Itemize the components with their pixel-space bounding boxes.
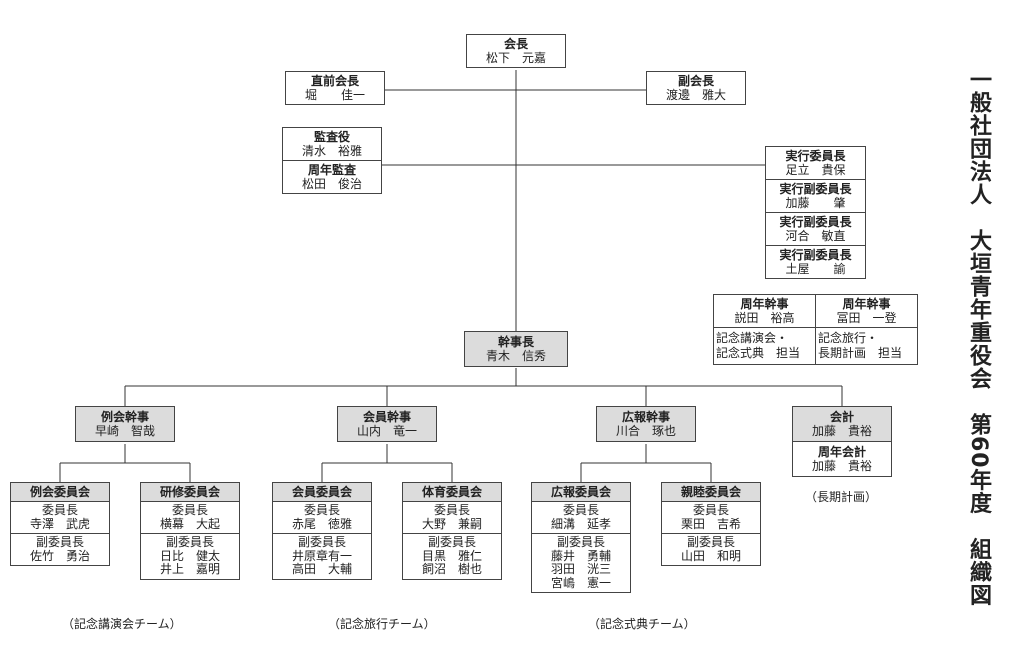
executive-vice-chair-name: 河合 敏直 <box>785 229 846 243</box>
committee-name: 例会委員会 <box>11 483 109 501</box>
anniversary-secretaries-box: 周年幹事 説田 裕高 記念講演会・ 記念式典 担当 周年幹事 冨田 一登 記念旅… <box>713 294 918 365</box>
committee-chair: 委員長 赤尾 徳雅 <box>291 503 352 531</box>
anniversary-secretary-title: 周年幹事 <box>740 297 789 311</box>
committee-box: 親睦委員会 委員長 栗田 吉希 副委員長 山田 和明 <box>661 482 761 566</box>
anniversary-secretary-duty: 記念講演会・ 記念式典 担当 <box>716 331 801 360</box>
committee-chair: 委員長 栗田 吉希 <box>680 503 741 531</box>
anniversary-secretary-name: 説田 裕高 <box>734 311 795 325</box>
chief-secretary-name: 青木 信秀 <box>485 349 546 363</box>
auditor-box: 監査役 清水 裕雅 周年監査 松田 俊治 <box>282 127 382 194</box>
page-title: 一般社団法人 大垣青年重役会 第60年度 組織図 <box>966 68 991 607</box>
executive-vice-chair-title: 実行副委員長 <box>779 215 852 229</box>
former-president-box: 直前会長 堀 佳一 <box>285 71 385 105</box>
committee-name: 広報委員会 <box>532 483 630 501</box>
committee-box: 研修委員会 委員長 横幕 大起 副委員長 日比 健太 井上 嘉明 <box>140 482 240 580</box>
vice-president-title: 副会長 <box>677 74 714 88</box>
secretary-title: 例会幹事 <box>100 410 149 424</box>
president-title: 会長 <box>503 37 528 51</box>
chief-secretary-box: 幹事長 青木 信秀 <box>464 331 568 367</box>
team-note: （記念式典チーム） <box>588 617 696 631</box>
executive-committee-box: 実行委員長 足立 貴保 実行副委員長 加藤 肇 実行副委員長 河合 敏直 実行副… <box>765 146 866 279</box>
treasurer-box: 会計 加藤 貴裕 周年会計 加藤 貴裕 <box>792 406 892 477</box>
secretary-name: 川合 琢也 <box>615 424 676 438</box>
secretary-box-membership: 会員幹事 山内 竜一 <box>337 406 437 442</box>
executive-vice-chair-name: 加藤 肇 <box>785 196 846 210</box>
secretary-title: 会員幹事 <box>362 410 411 424</box>
committee-vice-chairs: 副委員長 日比 健太 井上 嘉明 <box>159 535 220 576</box>
secretary-box-meetings: 例会幹事 早崎 智哉 <box>75 406 175 442</box>
committee-vice-chairs: 副委員長 山田 和明 <box>680 535 741 563</box>
committee-box: 広報委員会 委員長 細溝 延孝 副委員長 藤井 勇輔 羽田 洸三 宮嶋 憲一 <box>531 482 631 593</box>
chief-secretary-title: 幹事長 <box>497 335 534 349</box>
committee-chair: 委員長 大野 兼嗣 <box>421 503 482 531</box>
former-president-name: 堀 佳一 <box>304 88 365 102</box>
anniversary-secretary-title: 周年幹事 <box>842 297 891 311</box>
secretary-name: 早崎 智哉 <box>94 424 155 438</box>
anniversary-secretary-duty: 記念旅行・ 長期計画 担当 <box>818 331 903 360</box>
executive-chair-name: 足立 貴保 <box>785 163 846 177</box>
treasurer-name: 加藤 貴裕 <box>811 424 872 438</box>
former-president-title: 直前会長 <box>310 74 359 88</box>
president-box: 会長 松下 元嘉 <box>466 34 566 68</box>
committee-box: 例会委員会 委員長 寺澤 武虎 副委員長 佐竹 勇治 <box>10 482 110 566</box>
committee-name: 研修委員会 <box>141 483 239 501</box>
secretary-box-pr: 広報幹事 川合 琢也 <box>596 406 696 442</box>
committee-vice-chairs: 副委員長 佐竹 勇治 <box>29 535 90 563</box>
executive-vice-chair-name: 土屋 諭 <box>785 262 846 276</box>
secretary-title: 広報幹事 <box>621 410 670 424</box>
vice-president-box: 副会長 渡邊 雅大 <box>646 71 746 105</box>
anniversary-auditor-title: 周年監査 <box>307 163 356 177</box>
anniversary-treasurer-name: 加藤 貴裕 <box>811 459 872 473</box>
committee-chair: 委員長 細溝 延孝 <box>550 503 611 531</box>
executive-chair-title: 実行委員長 <box>785 149 846 163</box>
committee-vice-chairs: 副委員長 藤井 勇輔 羽田 洸三 宮嶋 憲一 <box>550 535 611 590</box>
committee-box: 会員委員会 委員長 赤尾 徳雅 副委員長 井原章有一 高田 大輔 <box>272 482 372 580</box>
treasurer-title: 会計 <box>829 410 854 424</box>
anniversary-secretary-name: 冨田 一登 <box>836 311 897 325</box>
committee-chair: 委員長 横幕 大起 <box>159 503 220 531</box>
executive-vice-chair-title: 実行副委員長 <box>779 182 852 196</box>
committee-name: 体育委員会 <box>403 483 501 501</box>
committee-name: 親睦委員会 <box>662 483 760 501</box>
committee-box: 体育委員会 委員長 大野 兼嗣 副委員長 目黒 雅仁 飼沼 樹也 <box>402 482 502 580</box>
president-name: 松下 元嘉 <box>485 51 546 65</box>
committee-vice-chairs: 副委員長 目黒 雅仁 飼沼 樹也 <box>421 535 482 576</box>
treasurer-note: （長期計画） <box>805 490 878 504</box>
executive-vice-chair-title: 実行副委員長 <box>779 248 852 262</box>
anniversary-treasurer-title: 周年会計 <box>817 445 866 459</box>
committee-vice-chairs: 副委員長 井原章有一 高田 大輔 <box>291 535 352 576</box>
committee-name: 会員委員会 <box>273 483 371 501</box>
anniversary-auditor-name: 松田 俊治 <box>301 177 362 191</box>
team-note: （記念旅行チーム） <box>328 617 436 631</box>
auditor-name: 清水 裕雅 <box>301 144 362 158</box>
committee-chair: 委員長 寺澤 武虎 <box>29 503 90 531</box>
vice-president-name: 渡邊 雅大 <box>665 88 726 102</box>
auditor-title: 監査役 <box>313 130 350 144</box>
secretary-name: 山内 竜一 <box>356 424 417 438</box>
team-note: （記念講演会チーム） <box>62 617 182 631</box>
